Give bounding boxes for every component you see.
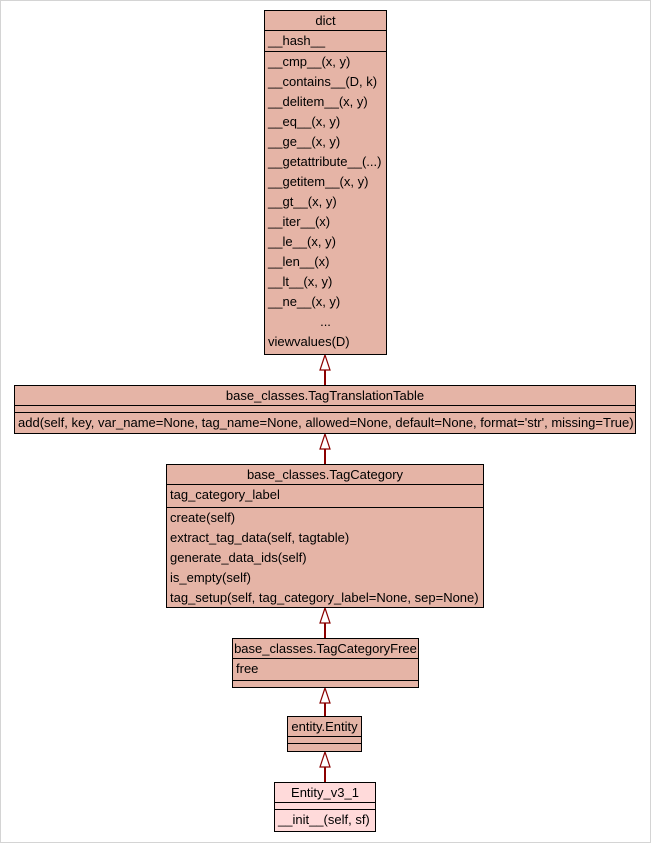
method: __ge__(x, y) <box>268 134 341 149</box>
method: __delitem__(x, y) <box>268 94 368 109</box>
attribute-section <box>288 737 361 744</box>
class-title: base_classes.TagCategory <box>167 465 483 485</box>
inheritance-arrow-entity-to-free <box>319 686 331 716</box>
attribute-section: free <box>233 659 418 681</box>
attribute-section <box>15 406 635 413</box>
class-title: dict <box>265 11 386 31</box>
attribute: __hash__ <box>268 33 326 48</box>
class-tag-category[interactable]: base_classes.TagCategory tag_category_la… <box>166 464 484 608</box>
method-section: __cmp__(x, y) __contains__(D, k) __delit… <box>265 52 386 352</box>
class-tag-translation-table[interactable]: base_classes.TagTranslationTable add(sel… <box>14 385 636 434</box>
attribute-section: tag_category_label <box>167 485 483 508</box>
method-ellipsis: ... <box>320 314 331 329</box>
method: __contains__(D, k) <box>268 74 378 89</box>
class-title: base_classes.TagCategoryFree <box>233 639 418 659</box>
class-dict[interactable]: dict __hash__ __cmp__(x, y) __contains__… <box>264 10 387 355</box>
method: __ne__(x, y) <box>268 294 341 309</box>
class-tag-category-free[interactable]: base_classes.TagCategoryFree free <box>232 638 419 688</box>
inheritance-arrow-translation-to-dict <box>319 353 331 385</box>
method: __getitem__(x, y) <box>268 174 369 189</box>
method: __lt__(x, y) <box>268 274 333 289</box>
method-section: create(self) extract_tag_data(self, tagt… <box>167 508 483 608</box>
class-entity-v3-1[interactable]: Entity_v3_1 __init__(self, sf) <box>274 782 376 832</box>
method: __getattribute__(...) <box>268 154 382 169</box>
method: __iter__(x) <box>268 214 331 229</box>
class-entity[interactable]: entity.Entity <box>287 716 362 752</box>
method: __cmp__(x, y) <box>268 54 351 69</box>
method: extract_tag_data(self, tagtable) <box>170 530 350 545</box>
method: __len__(x) <box>268 254 330 269</box>
method: create(self) <box>170 510 236 525</box>
inheritance-arrow-free-to-category <box>319 606 331 638</box>
method: __le__(x, y) <box>268 234 336 249</box>
inheritance-arrow-entityv31-to-entity <box>319 750 331 782</box>
class-title: base_classes.TagTranslationTable <box>15 386 635 406</box>
method: viewvalues(D) <box>268 334 350 349</box>
class-title: Entity_v3_1 <box>275 783 375 803</box>
method: __gt__(x, y) <box>268 194 337 209</box>
method: tag_setup(self, tag_category_label=None,… <box>170 590 479 605</box>
attribute-section <box>275 803 375 810</box>
attribute-section: __hash__ <box>265 31 386 52</box>
method: add(self, key, var_name=None, tag_name=N… <box>18 415 634 430</box>
method-section <box>288 744 361 750</box>
method: generate_data_ids(self) <box>170 550 307 565</box>
class-title: entity.Entity <box>288 717 361 737</box>
method: is_empty(self) <box>170 570 251 585</box>
inheritance-arrow-category-to-translation <box>319 432 331 464</box>
method: __init__(self, sf) <box>278 812 370 827</box>
method-section <box>233 681 418 687</box>
method-section: add(self, key, var_name=None, tag_name=N… <box>15 413 635 433</box>
method: __eq__(x, y) <box>268 114 341 129</box>
attribute: free <box>236 661 259 676</box>
method-section: __init__(self, sf) <box>275 810 375 830</box>
attribute: tag_category_label <box>170 487 280 502</box>
